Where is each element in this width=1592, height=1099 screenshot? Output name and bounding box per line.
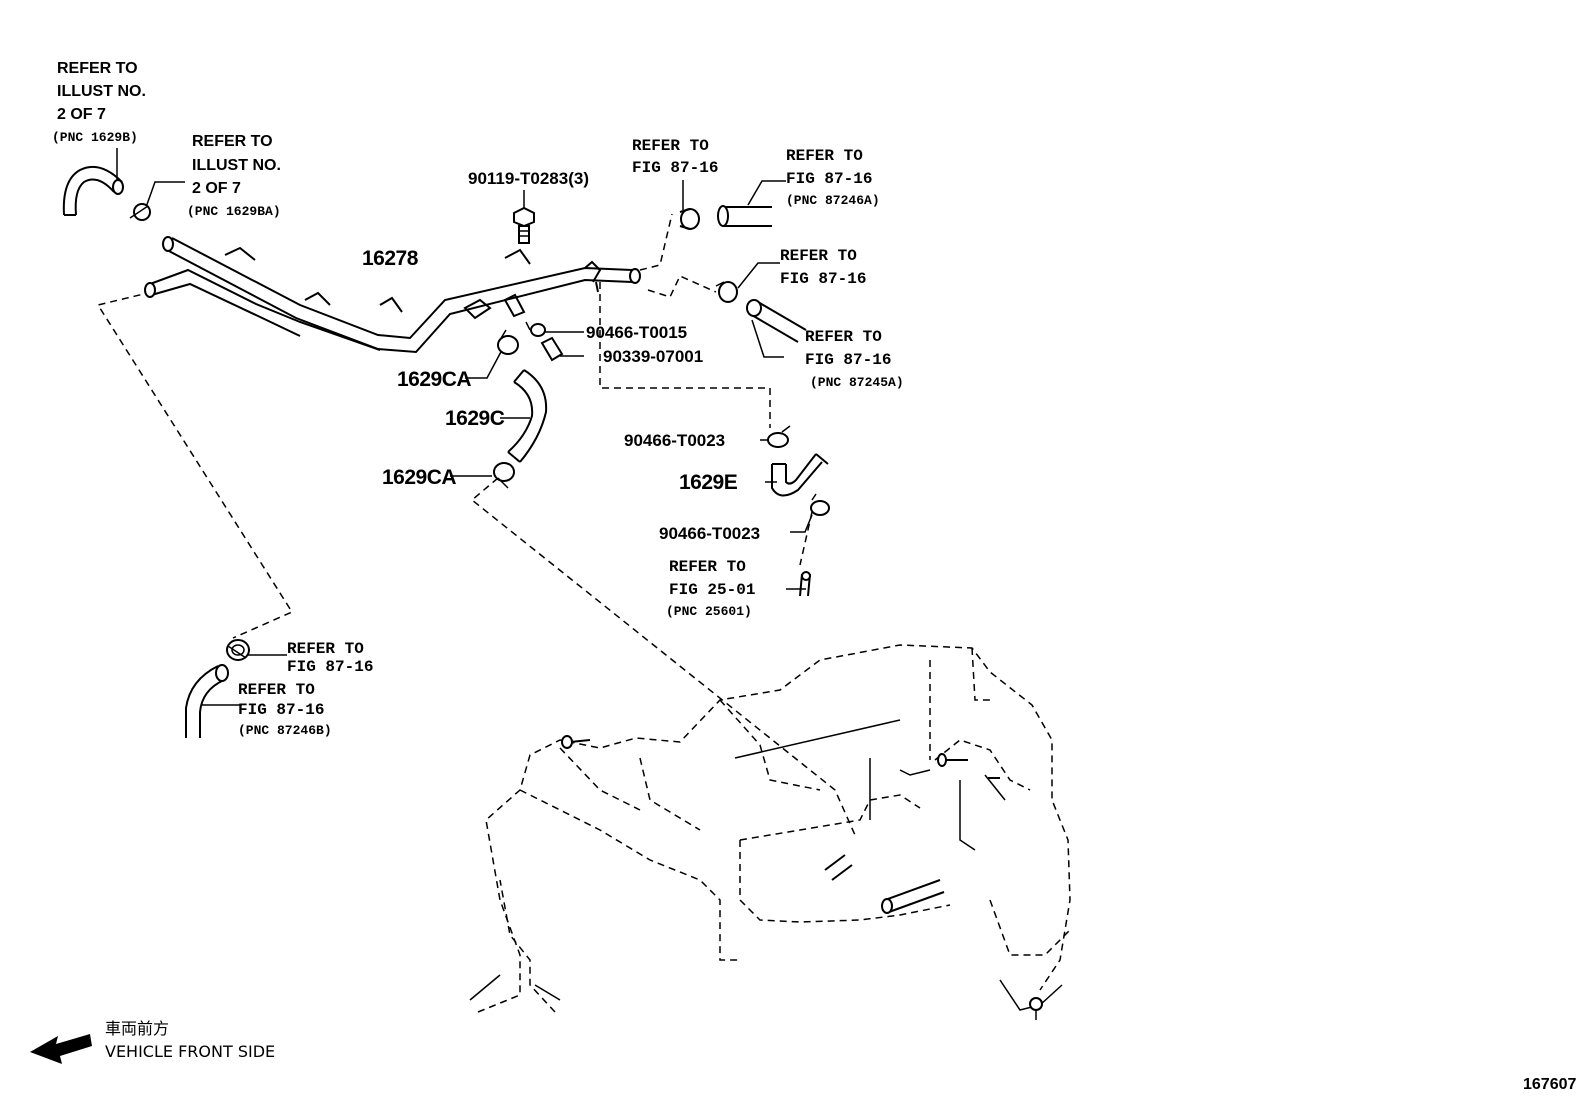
- label-90119-t0283: 90119-T0283(3): [468, 169, 589, 188]
- svg-text:REFER TO: REFER TO: [57, 60, 138, 77]
- svg-text:REFER TO: REFER TO: [632, 137, 709, 155]
- clamp-1629ca-lower: [493, 462, 515, 489]
- hose-87246a: [717, 205, 772, 227]
- svg-text:(PNC 1629B): (PNC 1629B): [52, 130, 138, 145]
- clamp-1629ca-upper: [497, 329, 519, 355]
- hose-87246b: [185, 664, 229, 738]
- svg-text:FIG 87-16: FIG 87-16: [632, 159, 718, 177]
- clamp-90466-t0015: [525, 321, 546, 337]
- ref-illust-1629b: REFER TO ILLUST NO. 2 OF 7 (PNC 1629B): [52, 60, 146, 145]
- clamp-90466-t0023-lower: [810, 493, 830, 516]
- hose-87245a: [746, 299, 807, 343]
- svg-text:FIG 25-01: FIG 25-01: [669, 581, 755, 599]
- label-90466-t0023-upper: 90466-T0023: [624, 431, 725, 450]
- ref-fig-87-16-87245a: REFER TO FIG 87-16 (PNC 87245A): [805, 328, 904, 390]
- hose-1629b: [62, 166, 124, 216]
- svg-text:REFER TO: REFER TO: [238, 681, 315, 699]
- svg-text:REFER TO: REFER TO: [287, 640, 364, 658]
- clamp-fig-87-16-top: [679, 208, 700, 230]
- pipe-25601: [799, 571, 811, 597]
- ref-fig-25-01: REFER TO FIG 25-01 (PNC 25601): [666, 558, 755, 619]
- ref-fig-87-16-lower: REFER TO FIG 87-16: [287, 640, 373, 676]
- svg-text:車両前方: 車両前方: [105, 1019, 169, 1038]
- svg-text:(PNC 1629BA): (PNC 1629BA): [187, 204, 281, 219]
- clamp-fig-87-16-lower: [226, 639, 250, 661]
- water-bypass-pipe-16278: [144, 236, 641, 354]
- clamp-fig-87-16-mid: [715, 281, 738, 303]
- svg-text:(PNC 87246B): (PNC 87246B): [238, 723, 332, 738]
- illustration-number: 167607: [1523, 1076, 1576, 1093]
- label-1629ca-upper: 1629CA: [397, 368, 471, 391]
- svg-text:REFER TO: REFER TO: [780, 247, 857, 265]
- label-90466-t0015: 90466-T0015: [586, 323, 687, 342]
- svg-text:REFER TO: REFER TO: [192, 133, 273, 150]
- svg-text:FIG 87-16: FIG 87-16: [780, 270, 866, 288]
- svg-text:REFER TO: REFER TO: [786, 147, 863, 165]
- label-1629c: 1629C: [445, 407, 505, 430]
- ref-fig-87-16-mid: REFER TO FIG 87-16: [780, 247, 866, 288]
- ref-fig-87-16-87246a: REFER TO FIG 87-16 (PNC 87246A): [786, 147, 880, 208]
- svg-text:REFER TO: REFER TO: [669, 558, 746, 576]
- label-90466-t0023-lower: 90466-T0023: [659, 524, 760, 543]
- svg-text:REFER TO: REFER TO: [805, 328, 882, 346]
- ref-illust-1629ba: REFER TO ILLUST NO. 2 OF 7 (PNC 1629BA): [187, 133, 281, 219]
- label-1629ca-lower: 1629CA: [382, 466, 456, 489]
- label-90339-07001: 90339-07001: [603, 347, 703, 366]
- vehicle-front-indicator: 車両前方 VEHICLE FRONT SIDE: [30, 1019, 275, 1064]
- svg-text:ILLUST NO.: ILLUST NO.: [192, 157, 281, 174]
- ref-fig-87-16-87246b: REFER TO FIG 87-16 (PNC 87246B): [238, 681, 332, 738]
- hose-1629c: [507, 369, 548, 463]
- svg-text:2 OF 7: 2 OF 7: [57, 106, 106, 123]
- svg-text:VEHICLE FRONT SIDE: VEHICLE FRONT SIDE: [105, 1042, 275, 1061]
- svg-text:2 OF 7: 2 OF 7: [192, 180, 241, 197]
- bolt-90119: [513, 206, 535, 244]
- left-arrow-icon: [30, 1034, 92, 1064]
- hose-1629e: [771, 453, 829, 497]
- svg-text:FIG 87-16: FIG 87-16: [238, 701, 324, 719]
- svg-text:(PNC 87246A): (PNC 87246A): [786, 193, 880, 208]
- svg-text:(PNC 25601): (PNC 25601): [666, 604, 752, 619]
- clamp-1629ba: [129, 203, 151, 221]
- svg-text:(PNC 87245A): (PNC 87245A): [810, 375, 904, 390]
- plug-90339: [540, 336, 564, 362]
- svg-text:FIG 87-16: FIG 87-16: [287, 658, 373, 676]
- svg-text:FIG 87-16: FIG 87-16: [786, 170, 872, 188]
- label-1629e: 1629E: [679, 471, 738, 494]
- svg-text:ILLUST NO.: ILLUST NO.: [57, 83, 146, 100]
- ref-fig-87-16-top: REFER TO FIG 87-16: [632, 137, 718, 177]
- clamp-90466-t0023-upper: [767, 425, 791, 448]
- leader-lines: [96, 148, 856, 836]
- label-16278: 16278: [362, 247, 419, 270]
- svg-text:FIG 87-16: FIG 87-16: [805, 351, 891, 369]
- engine-outline: [469, 644, 1071, 1020]
